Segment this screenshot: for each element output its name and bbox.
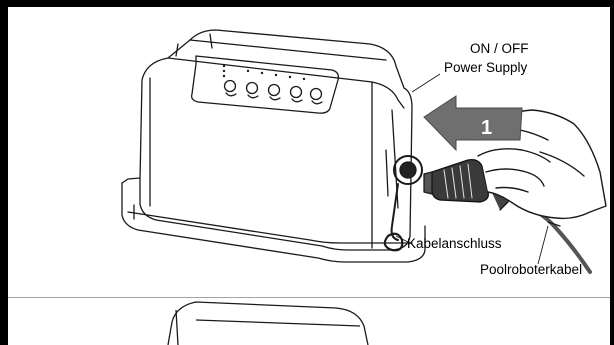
- direction-arrow-icon: [423, 95, 523, 152]
- control-panel: [190, 55, 340, 114]
- panel-buttons: [223, 79, 323, 105]
- cable-socket: [393, 155, 423, 185]
- leader-power: [411, 73, 441, 93]
- frame-border-right: [610, 0, 614, 345]
- section-separator: [8, 297, 610, 298]
- step-number: 1: [481, 117, 493, 139]
- label-power-supply: Power Supply: [444, 60, 528, 75]
- label-kabelanschluss: Kabelanschluss: [407, 236, 502, 251]
- leader-kabel: [395, 235, 409, 243]
- label-poolroboterkabel: Poolroboterkabel: [480, 262, 583, 277]
- cable-plug: [431, 158, 489, 203]
- power-supply-body: [139, 29, 413, 251]
- frame-border-left: [0, 0, 8, 345]
- leader-robot: [537, 225, 549, 265]
- second-illustration-partial: [167, 301, 369, 345]
- base-plate: [121, 182, 426, 263]
- frame-border-top: [0, 0, 614, 7]
- panel-leds: [222, 64, 306, 81]
- cable-loop: [383, 232, 404, 252]
- label-on-off: ON / OFF: [470, 41, 529, 56]
